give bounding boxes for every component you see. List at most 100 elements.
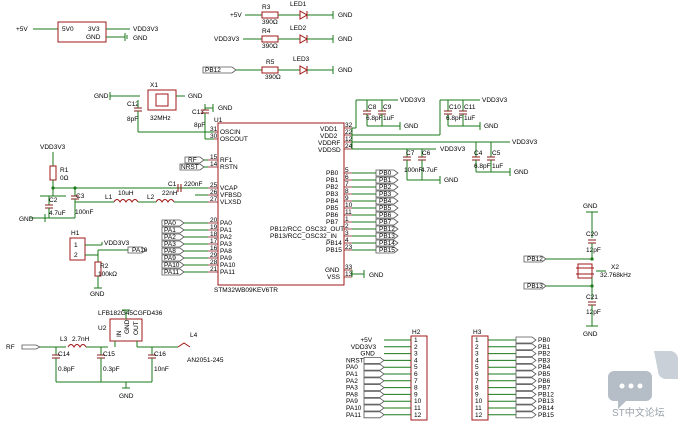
pa-net-flag	[161, 226, 185, 234]
led1-gnd: GND	[338, 12, 353, 19]
c9-ref: C9	[383, 104, 392, 111]
rf-nrst-flags: RF NRST	[179, 156, 208, 171]
h3-net-label: PB3	[538, 357, 551, 364]
c2-val: 4.7uF	[49, 210, 66, 217]
reg-vdd3v3-label: VDD3V3	[133, 26, 159, 33]
led1-source: +5V	[230, 12, 242, 19]
pa-net-label: PA8	[164, 248, 176, 255]
u1-pin-pb15: PB15	[326, 247, 342, 254]
h2-net-flag	[363, 390, 385, 398]
plus5v-label: +5V	[16, 26, 28, 33]
u2-gnd: GND	[124, 319, 131, 334]
reg-pin-5v0: 5V0	[62, 26, 74, 33]
c4-gnd: GND	[514, 169, 529, 176]
vddrf-net: VDD3V3	[512, 139, 538, 146]
x2-val: 32.768kHz	[600, 272, 631, 279]
u1-part: STM32WB09KEV6TR	[214, 287, 278, 294]
u1-pin-num: 8	[345, 188, 349, 195]
h3-pin-num: 11	[475, 405, 482, 412]
u1-pin-num: 18	[210, 231, 218, 238]
h3-net-label: PB12	[538, 391, 554, 398]
h3-pin-num: 7	[475, 378, 479, 385]
u1-pin-oscin: OSCIN	[220, 129, 241, 136]
h2-net-label: PA8	[346, 391, 358, 398]
lse-pb12-net: PB12	[527, 256, 543, 263]
h3-net-flag	[515, 363, 537, 371]
vdd2-net: VDD3V3	[482, 97, 508, 104]
pa-net-flag	[161, 219, 185, 227]
c8-val: 6.8pF	[366, 115, 383, 122]
u1-pin-pb4: PB4	[326, 198, 339, 205]
u1-pin-vddrf: VDDRF	[318, 140, 340, 147]
h3-pin-num: 6	[475, 371, 479, 378]
regulator-block: +5V 5V0 3V3 GND VDD3V3 GND	[16, 21, 159, 43]
u1-pin-pb3: PB3	[326, 191, 339, 198]
h3-net-flag	[515, 411, 537, 419]
u1-pin-num: 16	[210, 245, 218, 252]
c12-val: 8pF	[127, 116, 138, 123]
h2-net-label: +5V	[360, 337, 372, 344]
x1-freq: 32MHz	[150, 115, 171, 122]
u1-pin-rf1: RF1	[220, 157, 233, 164]
h3-pin-num: 10	[475, 398, 483, 405]
h3-net-flag	[515, 343, 537, 351]
pa-net-label: PA11	[164, 269, 179, 276]
c6-ref: C6	[422, 150, 431, 157]
h2-net-flag	[363, 356, 385, 364]
c20-val: 12pF	[586, 247, 601, 254]
h2-pin-num: 8	[414, 385, 418, 392]
c10-gnd: GND	[484, 123, 499, 130]
c6-val: 4.7uF	[421, 167, 438, 174]
pb-net-flag	[375, 183, 399, 191]
c8-gnd: GND	[404, 123, 419, 130]
u1-pin-oscout: OSCOUT	[220, 136, 248, 143]
h2-net-label: PA11	[346, 412, 361, 419]
h2-pin-num: 10	[414, 398, 422, 405]
reset-gnd: GND	[19, 216, 34, 223]
u1-pin-num: 5	[345, 167, 349, 174]
c4-val: 6.8pF	[474, 163, 491, 170]
u1-pin-rstn: RSTN	[220, 164, 238, 171]
u2-ref: U2	[98, 325, 107, 332]
h3-pin-num: 12	[475, 412, 483, 419]
u2-in: IN	[116, 330, 123, 337]
u1-pin-num: 27	[210, 196, 218, 203]
u1-pin-pb14: PB14	[326, 240, 342, 247]
c10-ref: C10	[449, 104, 461, 111]
r2-val: 100kΩ	[98, 271, 117, 278]
l3-val: 2.7nH	[72, 336, 90, 343]
u1-pin-num: 20	[210, 217, 218, 224]
c21-ref: C21	[586, 294, 598, 301]
lse-gnd-top: GND	[583, 203, 598, 210]
u1-pin-vcap: VCAP	[220, 185, 238, 192]
l1-ref: L1	[105, 194, 113, 201]
c1-val: 220nF	[184, 181, 202, 188]
h1-pa10-net: PA10	[132, 247, 148, 254]
pb-net-flag	[375, 204, 399, 212]
c20-ref: C20	[586, 231, 598, 238]
u1-pin-num: 22	[345, 129, 353, 136]
pb-net-label: PB0	[379, 170, 392, 177]
u1-pin-pb2: PB2	[326, 184, 339, 191]
u1-pin-vddsd: VDDSD	[318, 147, 341, 154]
u1-pin-vss: VSS	[327, 274, 341, 281]
pb-net-flag	[375, 246, 399, 254]
u2-out: OUT	[133, 321, 140, 335]
h1-ref: H1	[71, 230, 80, 237]
r2-gnd: GND	[90, 291, 105, 298]
u1-pin-num: 4	[345, 237, 349, 244]
u1-pin-num: 7	[345, 181, 349, 188]
h3-net-flag	[515, 377, 537, 385]
hs-gnd-left: GND	[94, 93, 109, 100]
r5-ref: R5	[266, 59, 275, 66]
h3-net-flag	[515, 370, 537, 378]
pb-net-flag	[375, 239, 399, 247]
c2-ref: C2	[49, 197, 58, 204]
u1-pin-pa3: PA3	[220, 241, 232, 248]
pb-net-label: PB12	[379, 226, 395, 233]
l4-ref: L4	[190, 332, 198, 339]
c16-val: 10nF	[154, 366, 169, 373]
